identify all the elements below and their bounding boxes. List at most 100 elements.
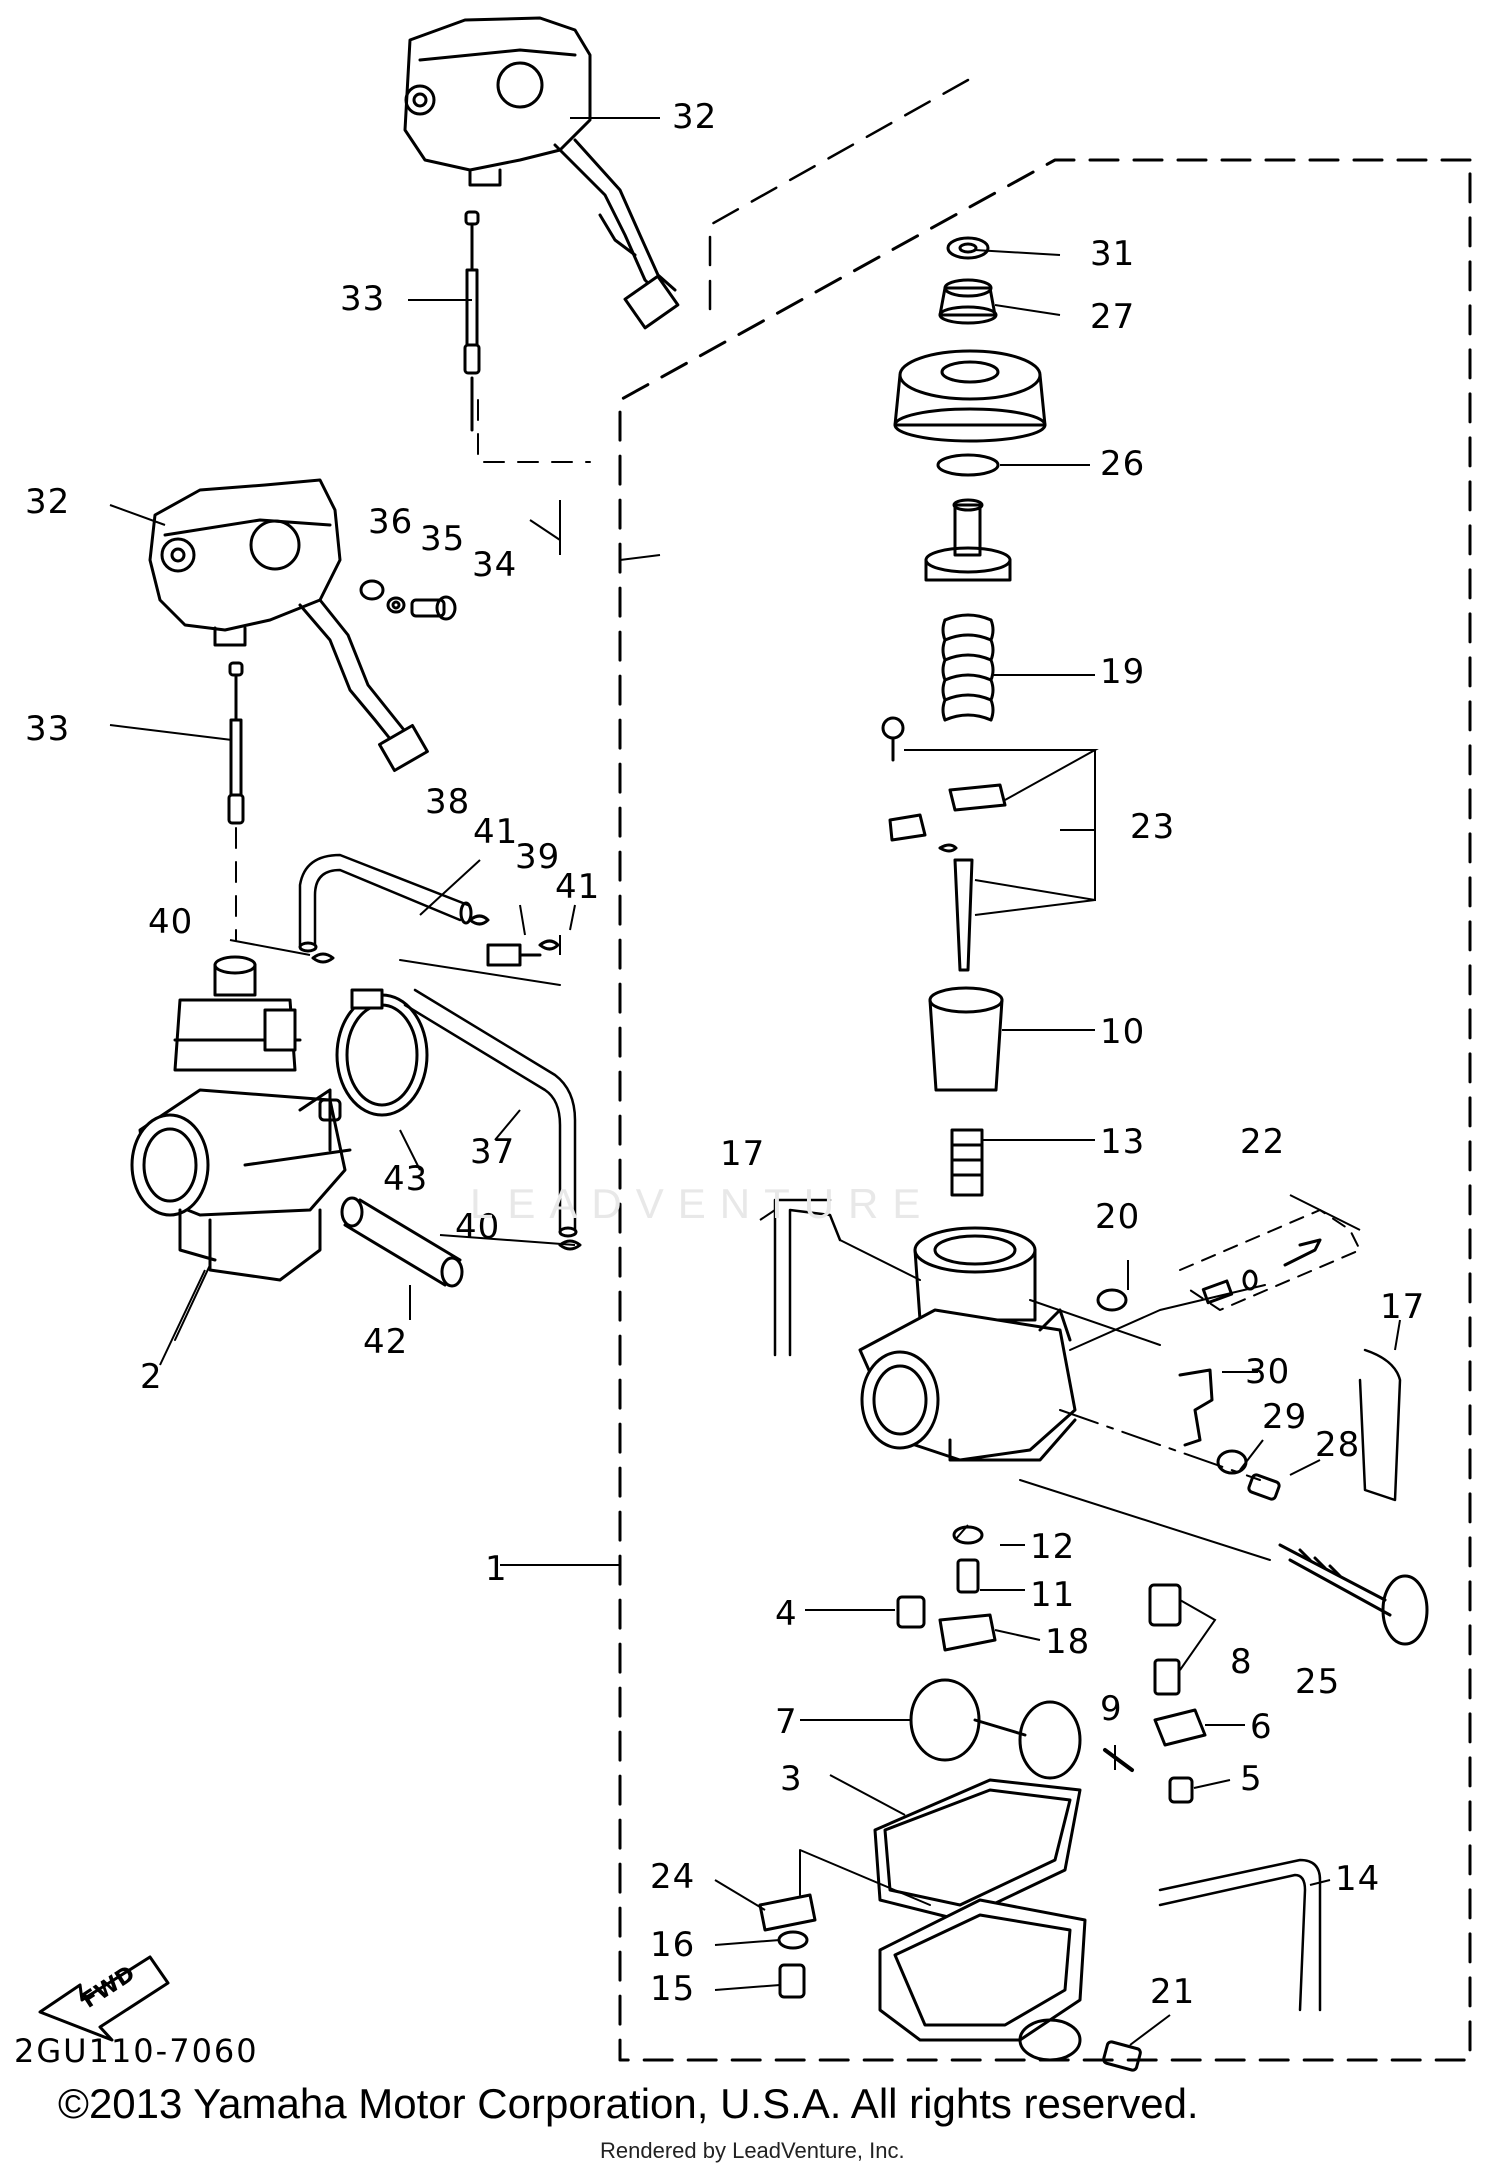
callout-17-left: 17	[720, 1134, 766, 1174]
callout-36: 36	[368, 502, 414, 542]
callout-12: 12	[1030, 1527, 1076, 1567]
bracket-22	[1179, 1209, 1361, 1311]
callout-42: 42	[363, 1322, 409, 1362]
float-bowl	[878, 1898, 1087, 2062]
washer-12	[952, 1525, 984, 1545]
clamp-43	[335, 988, 429, 1117]
callout-11: 11	[1030, 1575, 1076, 1615]
document-code: 2GU110-7060	[14, 2032, 259, 2070]
callout-31: 31	[1090, 234, 1136, 274]
callout-41-left: 41	[473, 812, 519, 852]
callout-40-lower: 40	[455, 1207, 501, 1247]
callout-30: 30	[1245, 1352, 1291, 1392]
top-cap	[893, 349, 1047, 443]
callout-5: 5	[1240, 1759, 1263, 1799]
rendered-by-footer: Rendered by LeadVenture, Inc.	[600, 2138, 905, 2163]
jet-8-lower	[1153, 1658, 1181, 1696]
callout-19: 19	[1100, 652, 1146, 692]
hose-17-left	[788, 1208, 842, 1357]
link-dashed-top	[708, 78, 970, 322]
clip-41-right	[538, 939, 560, 951]
callout-41-right: 41	[555, 867, 601, 907]
throttle-housing-top	[403, 16, 680, 330]
callout-39: 39	[515, 837, 561, 877]
callout-3: 3	[780, 1759, 803, 1799]
callout-26: 26	[1100, 444, 1146, 484]
fwd-arrow	[38, 1955, 170, 2042]
watermark: LEADVENTURE	[470, 1180, 935, 1227]
callout-43: 43	[383, 1159, 429, 1199]
callout-10: 10	[1100, 1012, 1146, 1052]
callout-16: 16	[650, 1925, 696, 1965]
callout-35: 35	[420, 519, 466, 559]
callout-15: 15	[650, 1969, 696, 2009]
pilot-screw-22	[1201, 1238, 1322, 1305]
plug-20	[1096, 1288, 1128, 1312]
callout-37: 37	[470, 1132, 516, 1172]
slide-10	[928, 986, 1004, 1092]
callout-14: 14	[1335, 1859, 1381, 1899]
screw-28	[1247, 1473, 1281, 1501]
plate-6	[1153, 1708, 1207, 1747]
callout-33-left: 33	[25, 709, 71, 749]
hardware-34-36	[359, 579, 457, 621]
bracket-24	[758, 1893, 817, 1932]
screw-21	[1102, 2040, 1142, 2072]
callout-7: 7	[775, 1702, 798, 1742]
callout-21: 21	[1150, 1972, 1196, 2012]
callout-6: 6	[1250, 1707, 1273, 1747]
ring-40-upper	[311, 952, 335, 964]
hose-14	[1158, 1858, 1322, 2012]
hose-38	[313, 868, 462, 947]
screw-15	[778, 1963, 806, 1999]
floats-7	[909, 1678, 1082, 1780]
callout-29: 29	[1262, 1397, 1308, 1437]
bracket-30	[1178, 1368, 1214, 1447]
callout-38: 38	[425, 782, 471, 822]
callout-1: 1	[485, 1549, 508, 1589]
carburetor-left	[130, 955, 352, 1282]
plunger-top	[924, 498, 1012, 582]
callout-18: 18	[1045, 1622, 1091, 1662]
callout-33-top: 33	[340, 279, 386, 319]
hose-17-right	[1358, 1348, 1402, 1502]
callout-32-left: 32	[25, 482, 71, 522]
callout-4: 4	[775, 1594, 798, 1634]
cable-33-left	[227, 661, 245, 941]
hose-37	[413, 988, 577, 1232]
callout-34: 34	[472, 545, 518, 585]
callout-24: 24	[650, 1857, 696, 1897]
callout-2: 2	[140, 1357, 163, 1397]
cable-33-top	[463, 210, 481, 432]
callout-25: 25	[1295, 1662, 1341, 1702]
carburetor-right	[858, 1226, 1077, 1462]
fitting-39	[486, 943, 542, 967]
pin-9	[1103, 1748, 1134, 1772]
needle-group-23	[881, 716, 1007, 972]
o-ring-26	[936, 453, 1000, 477]
jet-8-upper	[1148, 1583, 1182, 1627]
gasket-3	[873, 1778, 1082, 1922]
holder-18	[938, 1613, 997, 1652]
callout-27: 27	[1090, 297, 1136, 337]
callout-32-top: 32	[672, 97, 718, 137]
callout-40-upper: 40	[148, 902, 194, 942]
jet-11	[956, 1558, 980, 1594]
tube-42	[340, 1196, 464, 1288]
clip-41-left	[468, 914, 490, 926]
callout-22: 22	[1240, 1122, 1286, 1162]
main-jet-4	[896, 1595, 926, 1629]
assembly-boundary	[618, 158, 1472, 2062]
stop-screw-25	[1278, 1543, 1429, 1646]
throttle-housing-left	[148, 478, 429, 772]
callout-8: 8	[1230, 1642, 1253, 1682]
copyright-footer: ©2013 Yamaha Motor Corporation, U.S.A. A…	[58, 2080, 1199, 2127]
callout-28: 28	[1315, 1425, 1361, 1465]
callout-23: 23	[1130, 807, 1176, 847]
callout-20: 20	[1095, 1197, 1141, 1237]
callout-9: 9	[1100, 1689, 1123, 1729]
jet-13	[950, 1128, 984, 1197]
